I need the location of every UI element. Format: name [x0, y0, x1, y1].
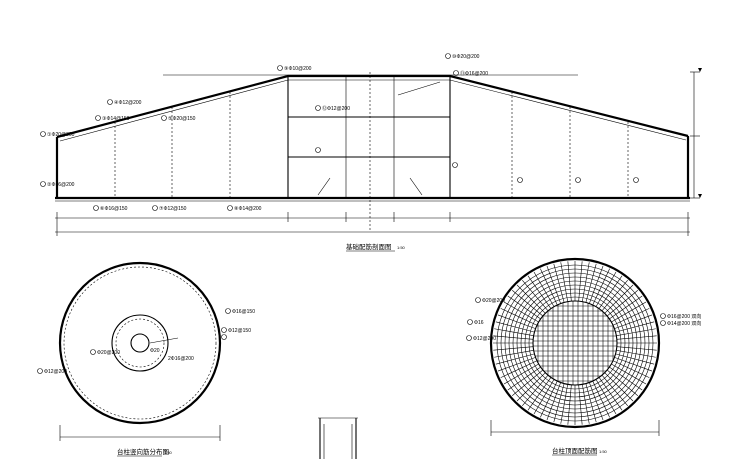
plan-left-scale: 1:50 [164, 450, 173, 455]
svg-text:⑩Φ20@200: ⑩Φ20@200 [452, 54, 480, 60]
plan-right-scale: 1:50 [599, 449, 608, 454]
svg-text:Φ12@200: Φ12@200 [44, 369, 67, 375]
svg-text:Φ20: Φ20 [150, 348, 160, 354]
svg-text:⑥Φ16@150: ⑥Φ16@150 [100, 206, 128, 212]
plan-right-dimension [490, 420, 660, 436]
ring-rebar [508, 276, 642, 410]
ring-rebar [512, 280, 638, 406]
ring-rebar [500, 268, 650, 418]
svg-text:④Φ12@200: ④Φ12@200 [114, 100, 142, 106]
ring-rebar [516, 284, 634, 402]
section-callout-labels: ①Φ20@200 ②Φ16@200 ③Φ14@150 ④Φ12@200 ⑤Φ20… [47, 54, 488, 212]
leader-1 [149, 337, 179, 344]
svg-text:Φ20@200: Φ20@200 [482, 298, 505, 304]
ring-rebar [496, 264, 654, 422]
column-top-rebar-plan: Φ20@200 Φ16 Φ12@200 Φ16@200 双向 Φ14@200 双… [466, 257, 701, 456]
center-column-box [287, 75, 451, 199]
svg-text:⑦Φ12@150: ⑦Φ12@150 [159, 206, 187, 212]
dimension-lines [55, 212, 690, 236]
svg-text:⑪Φ16@200: ⑪Φ16@200 [460, 70, 488, 77]
foundation-section-view: ①Φ20@200 ②Φ16@200 ③Φ14@150 ④Φ12@200 ⑤Φ20… [40, 53, 702, 252]
ring-rebar [524, 292, 626, 394]
top-slope-outline [56, 74, 689, 139]
svg-text:Φ12@200: Φ12@200 [473, 336, 496, 342]
column-vertical-rebar-plan: Φ12@200 Φ20@200 Φ16@150 Φ12@150 Φ20 2Φ16… [37, 261, 255, 457]
plan-right-title: 台柱顶面配筋图 [552, 446, 598, 455]
rebar-diagonal-1 [397, 81, 441, 96]
svg-text:Φ16: Φ16 [474, 320, 484, 326]
svg-text:Φ16@150: Φ16@150 [232, 309, 255, 315]
middle-ring [111, 314, 169, 372]
section-scale: 1:50 [397, 245, 406, 250]
svg-text:⑤Φ20@150: ⑤Φ20@150 [168, 116, 196, 122]
middle-rebar-ring [115, 318, 165, 368]
section-callouts [40, 53, 639, 211]
ring-rebar [520, 288, 630, 398]
svg-text:Φ14@200 双向: Φ14@200 双向 [667, 320, 701, 327]
svg-text:①Φ20@200: ①Φ20@200 [47, 132, 75, 138]
svg-text:②Φ16@200: ②Φ16@200 [47, 182, 75, 188]
svg-text:⑫Φ12@200: ⑫Φ12@200 [322, 105, 350, 112]
svg-text:Φ20@200: Φ20@200 [97, 350, 120, 356]
top-slope-inner-line [59, 79, 687, 142]
svg-text:⑧Φ14@200: ⑧Φ14@200 [234, 206, 262, 212]
plan-right-callouts: Φ20@200 Φ16 Φ12@200 Φ16@200 双向 Φ14@200 双… [466, 297, 701, 342]
svg-text:2Φ16@200: 2Φ16@200 [168, 356, 194, 362]
right-inner-circle [532, 300, 618, 386]
outer-circle [58, 261, 222, 425]
outer-rebar-ring [63, 266, 217, 420]
stirrup-lines [114, 92, 629, 198]
plan-left-dimension [59, 425, 221, 441]
section-title: 基础配筋剖面图 [346, 242, 392, 251]
small-detail [318, 417, 358, 459]
inner-core [130, 333, 150, 353]
rebar-hook-left [317, 177, 331, 196]
elevation-dimension [690, 68, 702, 199]
right-outer-circle [489, 257, 661, 429]
ring-rebar [504, 272, 646, 414]
ring-rebars [496, 264, 654, 422]
plan-left-callouts: Φ12@200 Φ20@200 Φ16@150 Φ12@150 Φ20 2Φ16… [37, 308, 255, 375]
ring-rebar [528, 296, 622, 390]
svg-text:⑨Φ10@200: ⑨Φ10@200 [284, 66, 312, 72]
svg-text:Φ12@150: Φ12@150 [228, 328, 251, 334]
rebar-hook-right [409, 177, 423, 196]
plan-left-title: 台柱竖向筋分布图 [117, 447, 169, 456]
svg-text:③Φ14@150: ③Φ14@150 [102, 116, 130, 122]
svg-text:Φ16@200 双向: Φ16@200 双向 [667, 313, 701, 320]
radial-rebars [493, 261, 657, 425]
